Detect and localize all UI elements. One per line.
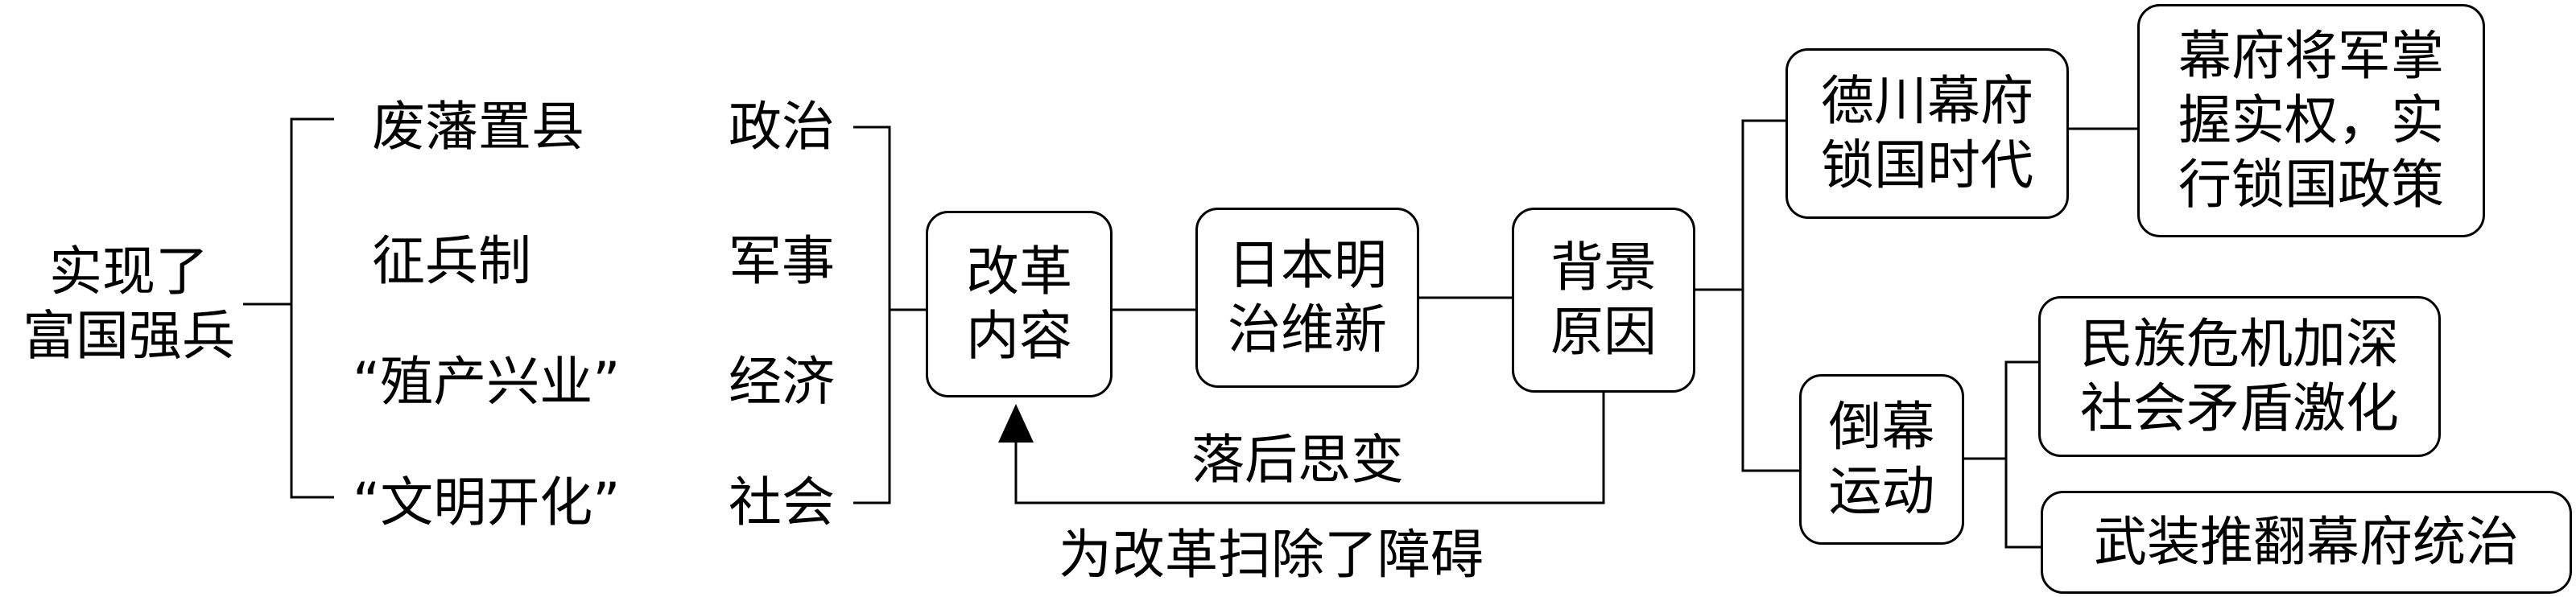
branch-tobaku — [2004, 360, 2041, 549]
feedback-arrow-line — [1014, 393, 1605, 504]
right-bracket — [853, 126, 891, 504]
result-line-2: 富国强兵 — [23, 305, 235, 367]
meiji-line-1: 日本明 — [1228, 234, 1387, 296]
reform-item-3: “殖产兴业” — [353, 351, 621, 413]
result-line-1: 实现了 — [49, 241, 208, 303]
box-tokugawa: 德川幕府 锁国时代 — [1785, 48, 2069, 219]
left-bracket — [290, 117, 334, 499]
box-crisis: 民族危机加深 社会矛盾激化 — [2038, 296, 2441, 457]
reform-content-line-1: 改革 — [966, 241, 1072, 303]
armed-line-1: 武装推翻幕府统治 — [2094, 511, 2519, 573]
box-reform-content: 改革 内容 — [926, 211, 1113, 397]
meiji-line-2: 治维新 — [1228, 298, 1387, 360]
shogunate-line-2: 握实权，实 — [2178, 89, 2444, 151]
reform-content-line-2: 内容 — [966, 305, 1072, 367]
box-armed: 武装推翻幕府统治 — [2041, 491, 2572, 594]
shogunate-line-1: 幕府将军掌 — [2178, 25, 2444, 87]
tobaku-line-2: 运动 — [1828, 460, 1935, 522]
area-politics: 政治 — [729, 96, 835, 158]
tobaku-line-1: 倒幕 — [1828, 396, 1935, 458]
shogunate-line-3: 行锁国政策 — [2178, 154, 2444, 216]
background-line-2: 原因 — [1550, 301, 1657, 363]
box-meiji: 日本明 治维新 — [1195, 208, 1419, 388]
box-background: 背景 原因 — [1512, 208, 1695, 393]
crisis-line-1: 民族危机加深 — [2080, 313, 2399, 375]
reform-item-4: “文明开化” — [353, 471, 621, 533]
reform-item-2: 征兵制 — [372, 230, 531, 292]
tokugawa-line-2: 锁国时代 — [1821, 134, 2033, 196]
result-text: 实现了 富国强兵 — [0, 240, 258, 368]
tokugawa-line-1: 德川幕府 — [1821, 70, 2033, 132]
branch-background — [1741, 119, 1799, 472]
box-tobaku: 倒幕 运动 — [1799, 374, 1964, 545]
area-military: 军事 — [729, 230, 835, 292]
background-line-1: 背景 — [1550, 237, 1657, 298]
box-shogunate: 幕府将军掌 握实权，实 行锁国政策 — [2137, 4, 2485, 237]
crisis-line-2: 社会矛盾激化 — [2080, 377, 2399, 439]
reform-item-1: 废藩置县 — [372, 96, 584, 158]
area-economy: 经济 — [729, 351, 835, 413]
arrow-label-below: 为改革扫除了障碍 — [1059, 524, 1484, 586]
arrow-label-above: 落后思变 — [1191, 429, 1404, 491]
area-society: 社会 — [729, 471, 835, 533]
arrowhead-icon — [998, 404, 1034, 443]
